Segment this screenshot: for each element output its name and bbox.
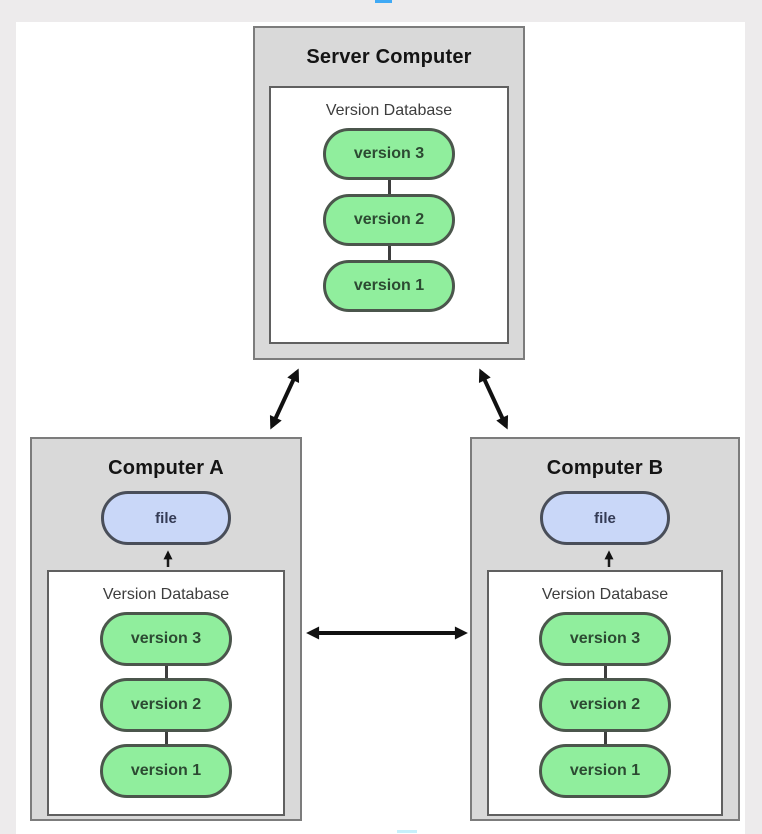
server-version-database-box: Version Database version 3 version 2 ver…: [269, 86, 509, 344]
computer-b-version-database-box: Version Database version 3 version 2 ver…: [487, 570, 723, 816]
server-computer-box: Server Computer Version Database version…: [253, 26, 525, 360]
version-pill: version 3: [539, 612, 671, 666]
pill-connector: [603, 732, 607, 744]
bottom-scrubber-marker: [397, 830, 417, 833]
server-version-database-title: Version Database: [325, 102, 453, 119]
version-pill: version 3: [323, 128, 455, 180]
computer-a-version-stack: version 3 version 2 version 1: [49, 612, 283, 798]
version-pill: version 3: [100, 612, 232, 666]
file-pill: file: [101, 491, 231, 545]
version-pill: version 2: [539, 678, 671, 732]
computer-b-title: Computer B: [546, 457, 664, 479]
pill-connector: [164, 732, 168, 744]
server-version-stack: version 3 version 2 version 1: [271, 128, 507, 312]
pill-connector: [387, 180, 391, 194]
version-pill: version 2: [100, 678, 232, 732]
computer-b-version-stack: version 3 version 2 version 1: [489, 612, 721, 798]
top-scrubber-marker: [375, 0, 392, 3]
computer-b-box: Computer B file Version Database version…: [470, 437, 740, 821]
computer-a-box: Computer A file Version Database version…: [30, 437, 302, 821]
pill-connector: [164, 666, 168, 678]
pill-connector: [603, 666, 607, 678]
computer-b-version-database-title: Version Database: [541, 586, 669, 603]
computer-a-version-database-title: Version Database: [102, 586, 230, 603]
computer-a-version-database-box: Version Database version 3 version 2 ver…: [47, 570, 285, 816]
version-pill: version 1: [323, 260, 455, 312]
version-pill: version 1: [539, 744, 671, 798]
pill-connector: [387, 246, 391, 260]
version-pill: version 1: [100, 744, 232, 798]
file-pill: file: [540, 491, 670, 545]
computer-a-title: Computer A: [108, 457, 224, 479]
version-pill: version 2: [323, 194, 455, 246]
server-computer-title: Server Computer: [306, 46, 472, 68]
